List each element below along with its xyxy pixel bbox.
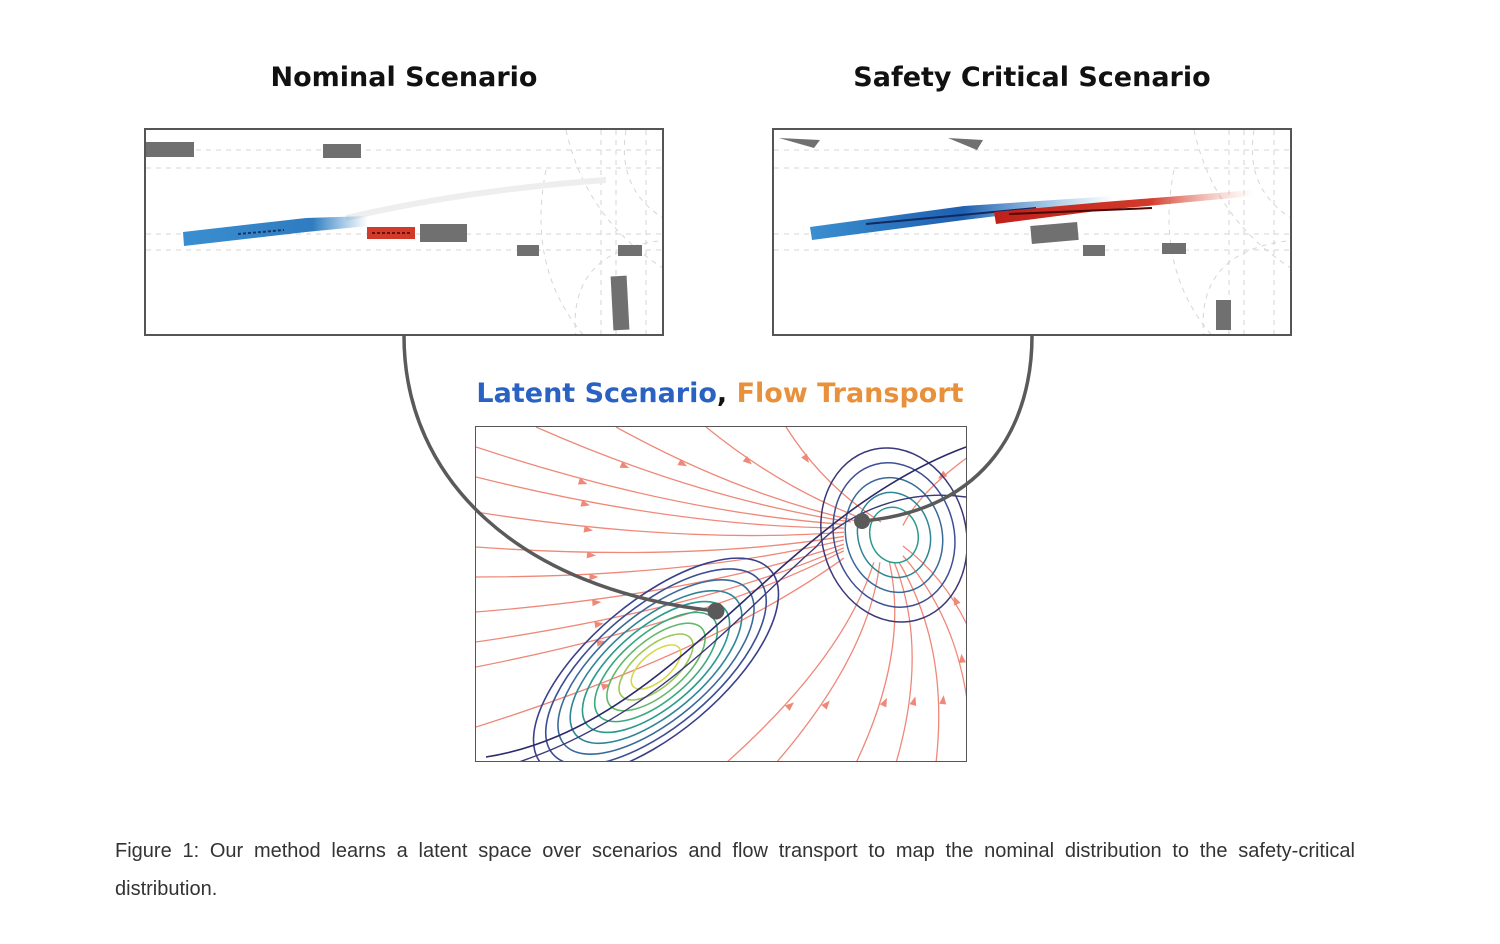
flow-streamline (476, 446, 844, 526)
title-separator: , (716, 378, 728, 409)
safety-critical-scenario-panel (772, 128, 1292, 336)
critical-contour-ring (868, 506, 920, 564)
obstacle-vehicle (1162, 243, 1186, 254)
nominal-scenario-title: Nominal Scenario (270, 62, 538, 93)
nominal-contour-ring (557, 579, 755, 755)
obstacle-vehicle (420, 224, 467, 242)
critical-density-contours (820, 447, 966, 623)
ego-vehicle-trajectory (810, 196, 1114, 240)
flow-arrowhead (958, 653, 966, 664)
flow-streamline (898, 562, 940, 761)
obstacle-vehicle (1216, 300, 1231, 330)
nominal-contour-ring (618, 633, 694, 701)
flow-streamline (893, 562, 913, 761)
adversary-vehicle-trajectory (994, 190, 1254, 224)
nominal-contour-ring (569, 589, 743, 745)
critical-contour-ring (844, 476, 944, 594)
flow-streamline (476, 543, 845, 613)
flow-arrowhead (801, 453, 809, 464)
nominal-road-map (146, 130, 662, 334)
obstacle-vehicle (517, 245, 539, 256)
flow-streamline (856, 562, 896, 761)
flow-streamline (785, 427, 882, 523)
flow-arrowhead (594, 621, 604, 629)
ego-path-marker (237, 229, 285, 235)
flow-streamline (476, 535, 844, 554)
flow-arrowhead (909, 696, 917, 707)
flow-arrowhead (879, 697, 887, 708)
flow-streamline (902, 555, 966, 698)
obstacle-vehicle (618, 245, 642, 256)
flow-streamline (727, 562, 875, 761)
flow-arrowhead (596, 639, 606, 647)
nominal-scenario-panel (144, 128, 664, 336)
latent-contour-svg (476, 427, 966, 761)
flow-streamline (615, 427, 861, 523)
figure-caption: Figure 1: Our method learns a latent spa… (115, 840, 1355, 900)
obstacle-vehicle (323, 144, 361, 158)
nominal-contour-ring (581, 600, 731, 734)
obstacle-vehicle (779, 138, 820, 148)
flow-streamline (476, 550, 845, 668)
obstacle-vehicle (610, 275, 630, 331)
nominal-contour-ring (532, 557, 780, 761)
flow-streamline (705, 427, 872, 523)
critical-contour-ring (856, 491, 932, 579)
latent-flow-title: Latent Scenario, Flow Transport (430, 378, 1010, 409)
obstacle-vehicle (948, 138, 983, 150)
nominal-contour-ring (606, 622, 706, 712)
flow-streamline (476, 511, 844, 537)
safety-critical-scenario-title: Safety Critical Scenario (853, 62, 1211, 93)
nominal-contour-ring (544, 568, 768, 761)
flow-arrowhead (939, 695, 947, 705)
flow-streamline (902, 545, 966, 625)
flow-streamline (476, 557, 845, 728)
obstacle-vehicle (1083, 245, 1105, 256)
flow-arrowhead (821, 700, 830, 710)
ego-path-marker (865, 207, 1037, 225)
critical-road-map (774, 130, 1290, 334)
latent-space-plot (475, 426, 967, 762)
adversary-vehicle (367, 227, 415, 239)
latent-scenario-label: Latent Scenario (476, 378, 717, 409)
nominal-contour-ring (630, 644, 682, 690)
flow-arrowhead (784, 702, 794, 711)
flow-arrowhead (953, 596, 961, 606)
flow-arrowhead (742, 455, 752, 465)
adversary-path-marker (1008, 207, 1153, 215)
faded-trajectory (345, 177, 607, 221)
flow-transport-label: Flow Transport (727, 378, 964, 409)
obstacle-vehicle (146, 142, 194, 157)
obstacle-vehicle (1030, 221, 1079, 244)
